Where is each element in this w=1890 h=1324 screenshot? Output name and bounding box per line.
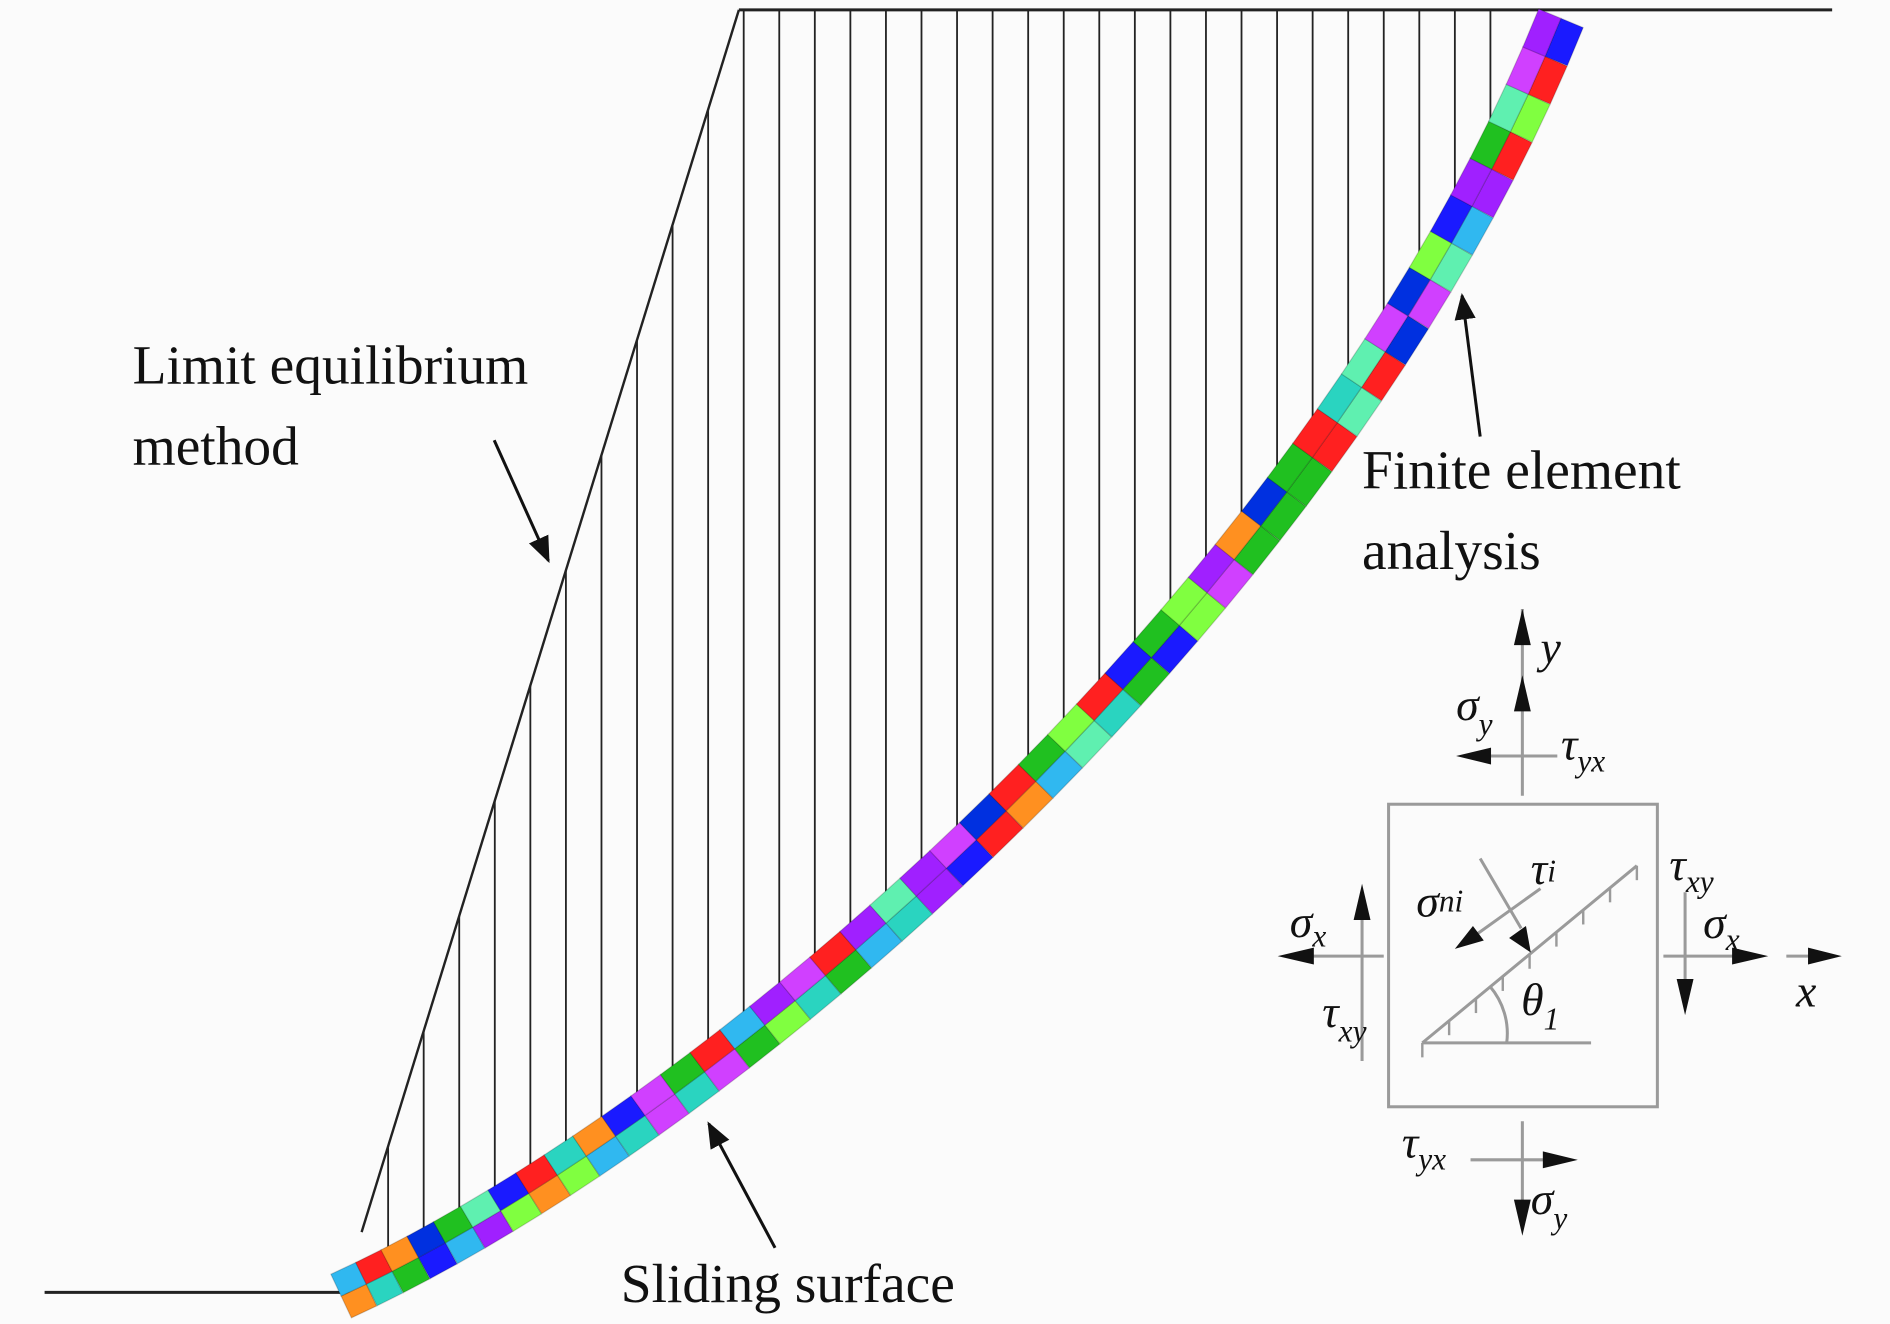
fea-label-line2: analysis (1362, 520, 1541, 581)
fea-arrow-icon (1454, 292, 1482, 437)
theta-arc (1488, 985, 1509, 1044)
sigma-x-right-label: σx (1703, 897, 1740, 957)
shear-stress-arrow-icon (1454, 925, 1484, 949)
sliding-surface-label: Sliding surface (621, 1253, 955, 1314)
sliding-arrow-icon (707, 1121, 777, 1249)
sigma-y-bottom-label: σy (1531, 1173, 1568, 1235)
finite-element-block (1522, 8, 1562, 58)
slope-face-line (360, 9, 741, 1233)
tau-xy-right-label: τxy (1669, 839, 1713, 899)
theta-label: θ1 (1521, 974, 1559, 1036)
plane-hatch (1421, 865, 1639, 1058)
x-axis-label: x (1795, 966, 1816, 1017)
tau-xy-left-label: τxy (1322, 986, 1366, 1048)
tau-yx-bottom-arrow-icon (1542, 1151, 1578, 1169)
y-axis-label: y (1536, 622, 1561, 673)
tau-xy-right-arrow-icon (1676, 979, 1694, 1016)
lem-label-line1: Limit equilibrium (133, 335, 529, 396)
fem-element-band (330, 8, 1584, 1319)
stress-element: y σy τyx τyx σy σx τxy τxy σx x θ1 (1277, 608, 1842, 1236)
element-box (1387, 802, 1659, 1109)
sigma-x-left-arrow-icon (1277, 947, 1314, 965)
normal-stress-line (1478, 857, 1523, 930)
shear-stress-line (1475, 887, 1542, 936)
sigma-x-left-label: σx (1290, 896, 1327, 954)
sigma-x-right-arrow-icon (1732, 947, 1769, 965)
x-axis-arrow-icon (1808, 947, 1842, 965)
sigma-y-top-label: σy (1456, 679, 1493, 741)
sigma-ni-label: σni (1416, 875, 1463, 926)
normal-stress-arrow-icon (1509, 925, 1531, 953)
sigma-y-bottom-arrow-icon (1513, 1199, 1531, 1236)
tau-yx-top-label: τyx (1561, 719, 1605, 779)
tau-yx-bottom-label: τyx (1402, 1116, 1446, 1176)
slope-profile (44, 8, 1833, 1294)
y-axis-arrow-icon (1513, 608, 1531, 646)
lem-slices (387, 9, 1492, 1247)
lem-arrow-icon (492, 439, 550, 564)
tau-i-label: τi (1531, 843, 1556, 894)
sigma-y-top-arrow-icon (1513, 675, 1531, 712)
tau-yx-top-arrow-icon (1456, 747, 1492, 765)
tau-xy-left-arrow-icon (1353, 883, 1371, 920)
fea-label-line1: Finite element (1362, 439, 1681, 500)
lem-label-line2: method (133, 415, 300, 476)
